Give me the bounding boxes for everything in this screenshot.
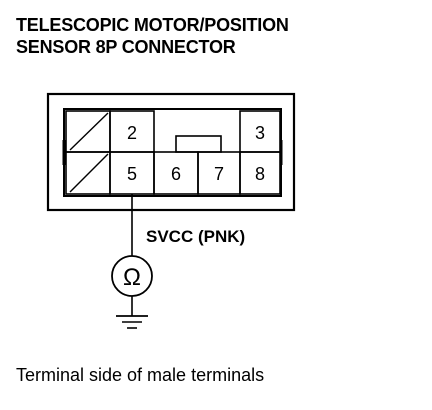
terminal-number: 5: [127, 164, 137, 184]
ohmmeter-icon: Ω: [111, 255, 153, 297]
ground-icon: [116, 315, 148, 329]
title-line-2: SENSOR 8P CONNECTOR: [16, 37, 236, 57]
connector-housing-outer: [46, 92, 296, 212]
terminal-number: 6: [171, 164, 181, 184]
terminal-number: 2: [127, 123, 137, 143]
cavity-bottom-5: [239, 151, 281, 195]
terminal-number: 7: [214, 164, 224, 184]
terminal-number: 8: [255, 164, 265, 184]
terminal-number: 3: [255, 123, 265, 143]
title-line-1: TELESCOPIC MOTOR/POSITION: [16, 15, 289, 35]
wire-label: SVCC (PNK): [146, 227, 245, 246]
cavity-top-1-slash: [69, 112, 109, 151]
diagram-caption: Terminal side of male terminals: [16, 365, 265, 385]
diagram-title: TELESCOPIC MOTOR/POSITION SENSOR 8P CONN…: [16, 14, 289, 58]
cavity-bottom-1-slash: [69, 153, 109, 193]
lock-tab: [175, 135, 222, 153]
ohm-symbol: Ω: [123, 264, 141, 291]
